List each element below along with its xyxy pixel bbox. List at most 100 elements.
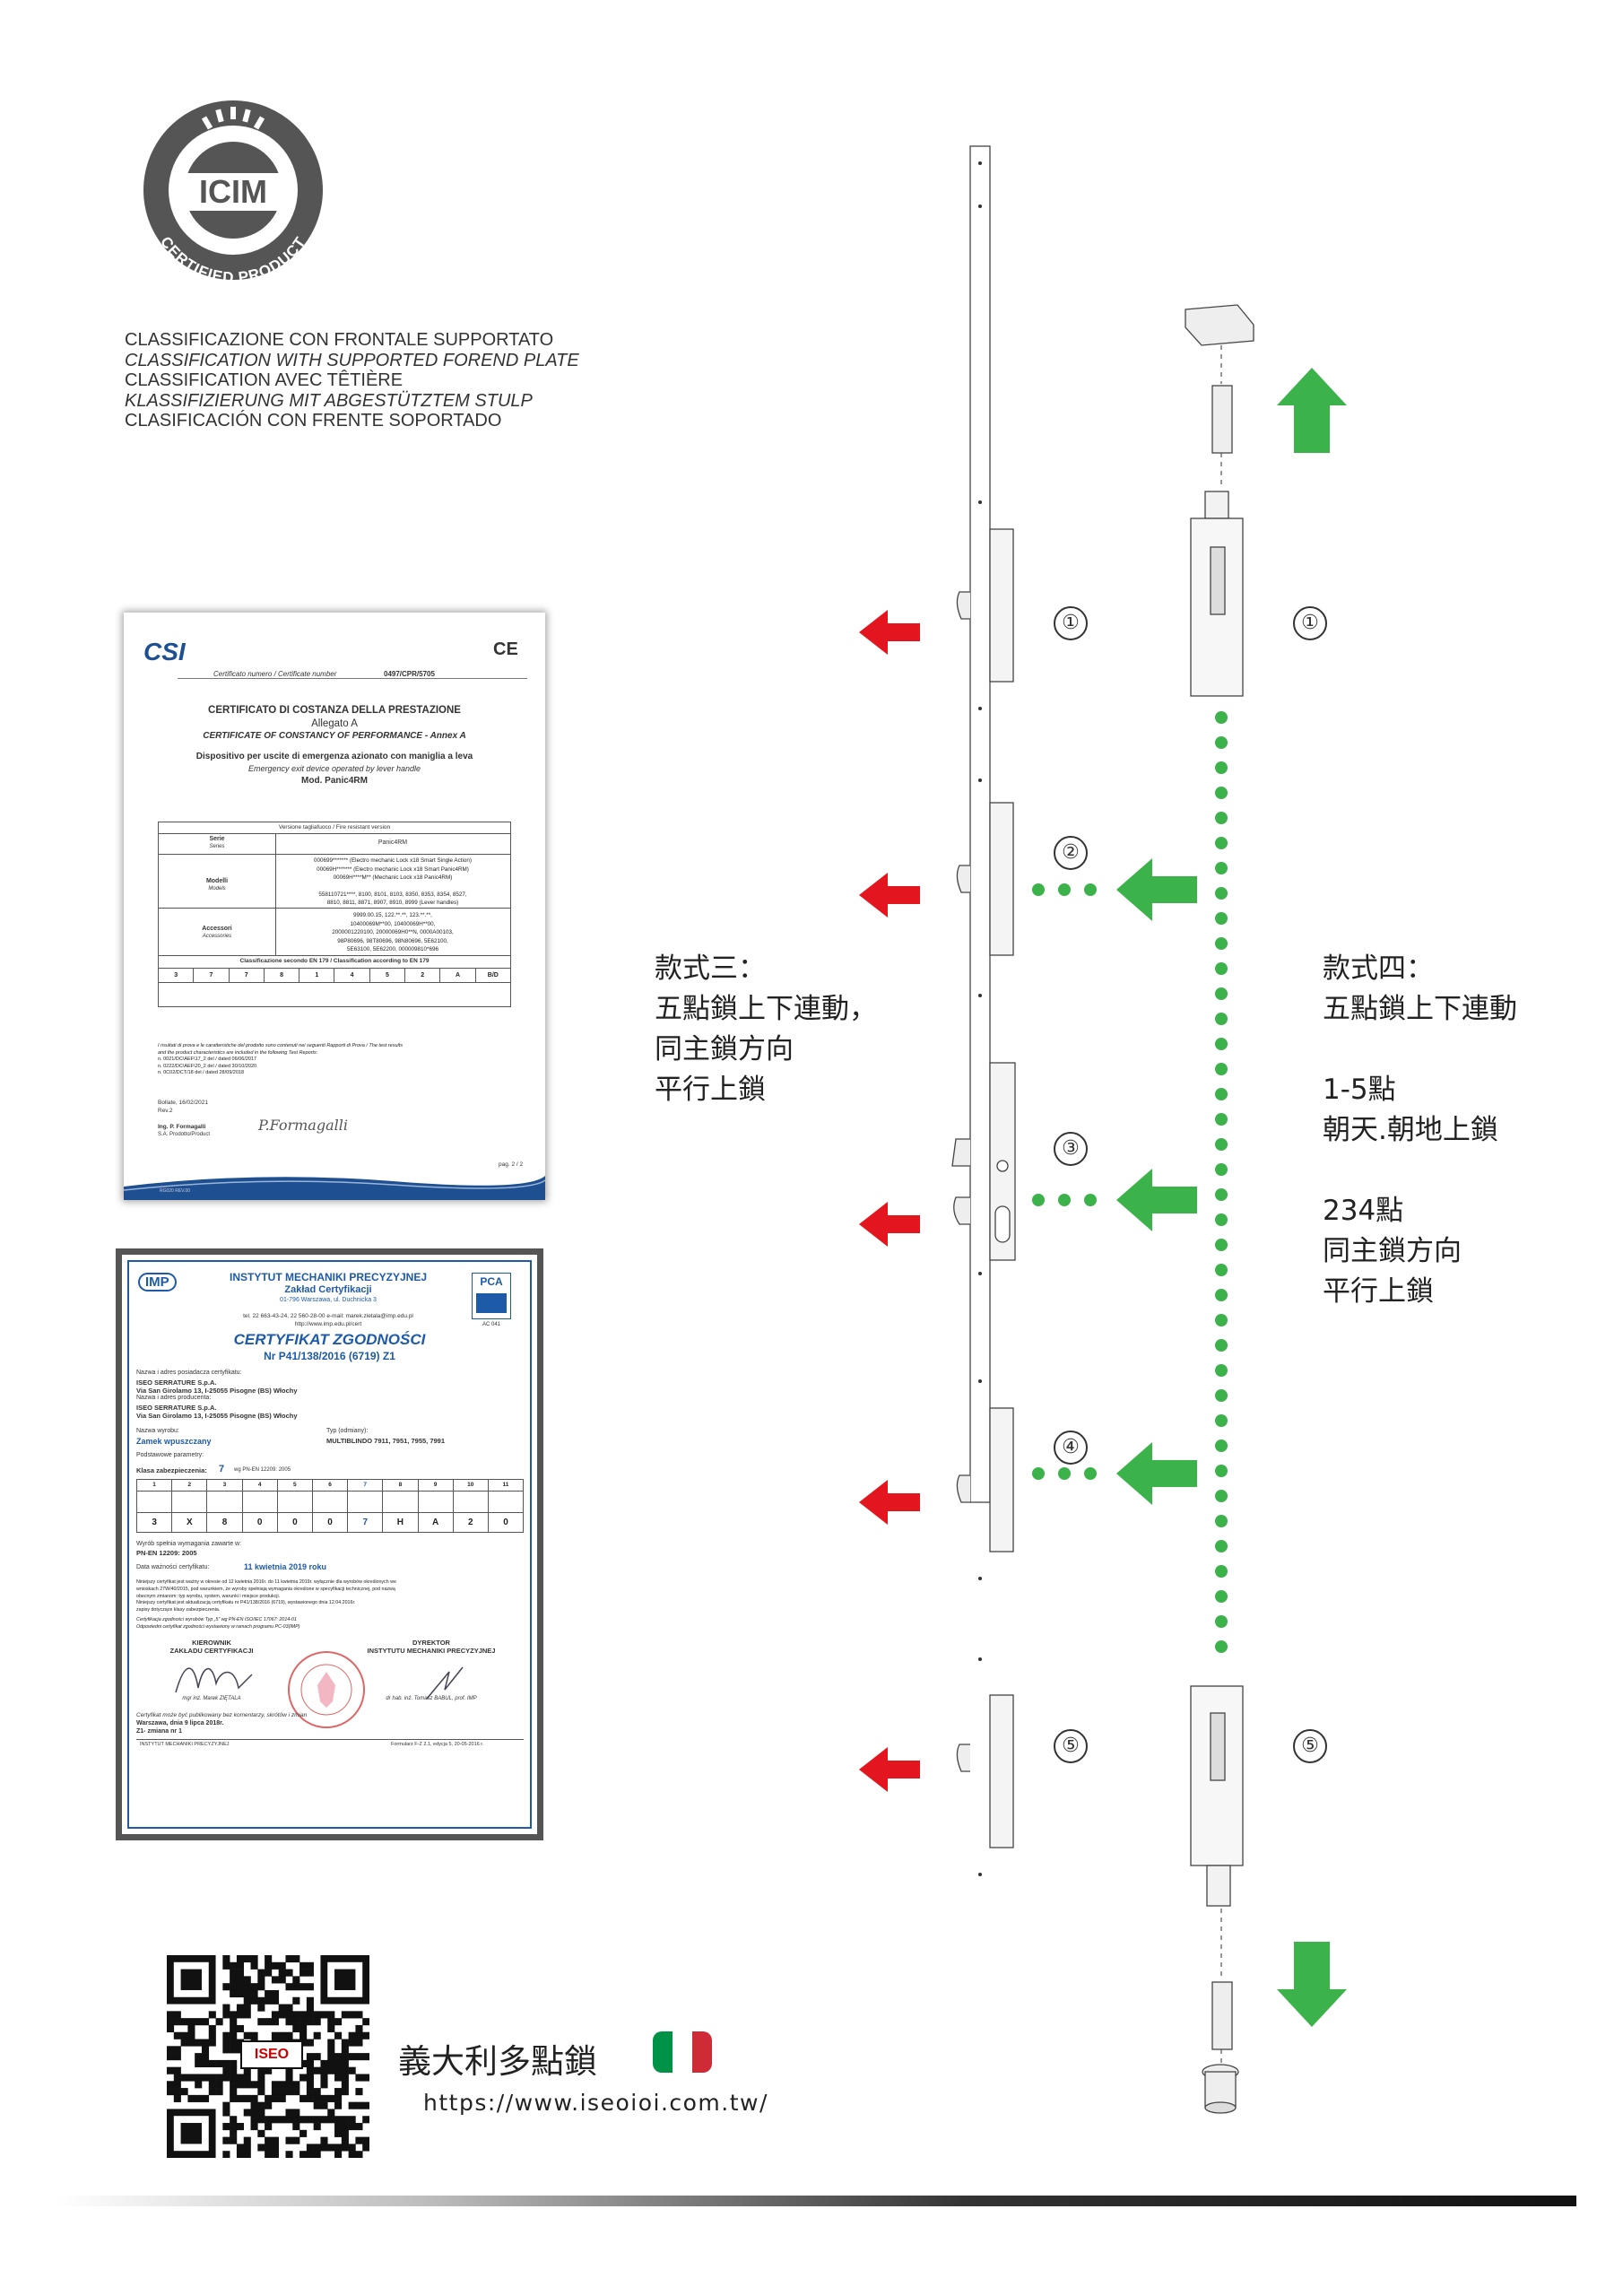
green-dot	[1058, 1467, 1071, 1480]
grid-blank	[277, 1492, 313, 1513]
pca-code: AC 041	[482, 1322, 500, 1327]
style4-line: 平行上鎖	[1323, 1275, 1434, 1308]
style3-text: 款式三： 五點鎖上下連動， 同主鎖方向 平行上鎖	[655, 949, 877, 1110]
green-dot	[1032, 883, 1045, 896]
italy-flag-icon	[653, 2031, 712, 2073]
grid-blank	[207, 1492, 243, 1513]
device-it: Dispositivo per uscite di emergenza azio…	[195, 752, 473, 761]
right-title: DYREKTOR	[412, 1639, 450, 1647]
params-label: Podstawowe parametry:	[136, 1452, 204, 1458]
grid-value: 0	[277, 1513, 313, 1533]
accessori-sub: Accessories	[202, 934, 232, 939]
model-line: 558110721****, 8100, 8101, 8103, 8350, 8…	[318, 891, 467, 898]
green-dot	[1215, 1239, 1228, 1251]
model: Mod. Panic4RM	[301, 776, 368, 786]
green-dot	[1084, 883, 1097, 896]
green-dot	[1215, 761, 1228, 774]
cert1-notes: I risultati di prova e le caratteristich…	[158, 1043, 534, 1077]
web: http://www.imp.edu.pl/cert	[294, 1321, 362, 1327]
paragraph-line: zapisy dotyczące klasy zabezpieczenia.	[136, 1607, 221, 1613]
cert-annex: Allegato A	[311, 718, 358, 729]
classification-line: CLASSIFICATION AVEC TÊTIÈRE	[125, 370, 404, 390]
grid-header: 7	[348, 1479, 384, 1492]
point-label-1: ①	[1054, 606, 1088, 640]
grid-value: 7	[348, 1513, 384, 1533]
class-cell: 5	[370, 969, 406, 982]
page-number: pag. 2 / 2	[499, 1161, 524, 1168]
green-arrows	[1116, 368, 1347, 2027]
class-value: 7	[219, 1464, 225, 1474]
paragraph-line: Niniejszy certyfikat jest aktualizacją c…	[136, 1600, 356, 1606]
style3-title: 款式三：	[655, 952, 766, 985]
qr-code	[167, 1955, 369, 2158]
class-cell: 3	[159, 969, 195, 982]
right-lock-assembly	[1185, 304, 1254, 2114]
official-stamp	[288, 1651, 365, 1728]
grid-blank	[312, 1492, 349, 1513]
green-dot	[1215, 1264, 1228, 1276]
accessory-line: 2000001220100, 20000069H0**N, 0000A00103…	[332, 929, 454, 935]
divider	[178, 678, 527, 679]
grid-value: A	[418, 1513, 454, 1533]
divider	[159, 833, 510, 834]
point-label-3: ③	[1054, 1132, 1088, 1166]
paragraph-line: wnioskach 27W/40/2015, pod warunkiem, że…	[136, 1586, 395, 1592]
green-dot	[1215, 1540, 1228, 1552]
grid-blank	[172, 1492, 208, 1513]
producer-addr: Via San Girolamo 13, I-25055 Pisogne (BS…	[136, 1412, 298, 1420]
classification-line: CLASIFICACIÓN CON FRENTE SOPORTADO	[125, 411, 502, 430]
serie-sub: Series	[209, 844, 225, 849]
class-cell: 7	[230, 969, 265, 982]
divider	[159, 955, 510, 956]
modelli-label: Modelli	[205, 878, 229, 884]
modelli-sub: Models	[208, 886, 226, 891]
green-dot	[1215, 1088, 1228, 1100]
valid-label: Data ważności certyfikatu:	[136, 1564, 210, 1570]
footer-left: INSTYTUT MECHANIKI PRECYZYJNEJ	[140, 1742, 230, 1747]
signer: Ing. P. Formagalli	[158, 1124, 206, 1130]
cert1-table: Versione tagliafuoco / Fire resistant ve…	[158, 822, 511, 1007]
green-dot	[1215, 1188, 1228, 1201]
divider	[159, 854, 510, 855]
rev: Rev.2	[158, 1108, 173, 1114]
style4-line: 朝天.朝地上鎖	[1323, 1114, 1498, 1146]
producer-label: Nazwa i adres producenta:	[136, 1395, 212, 1401]
accessori-label: Accessori	[202, 926, 232, 932]
point-label-5-right: ⑤	[1293, 1729, 1327, 1763]
green-dot	[1084, 1467, 1097, 1480]
divider	[275, 833, 276, 955]
pca-badge: PCA	[472, 1273, 511, 1319]
scheme-line: Odpowiedni certyfikat zgodności wystawio…	[136, 1623, 300, 1630]
blue-wave-footer	[124, 1176, 545, 1200]
accessory-line: 5E63100, 5E62200, 000009810*696	[347, 946, 438, 952]
grid-value: 3	[136, 1513, 173, 1533]
right-sub: INSTYTUTU MECHANIKI PRECYZYJNEJ	[367, 1647, 496, 1655]
grid-value: 0	[242, 1513, 278, 1533]
csi-logo: CSI	[143, 638, 186, 665]
grid-header: 1	[136, 1479, 173, 1492]
grid-header: 11	[488, 1479, 525, 1492]
green-dot	[1215, 1364, 1228, 1377]
accessory-line: 10400069M**00, 10400069H**00,	[350, 920, 436, 927]
grid-blank	[453, 1492, 489, 1513]
point-label-1-right: ①	[1293, 606, 1327, 640]
cert2-title: CERTYFIKAT ZGODNOŚCI	[233, 1331, 426, 1348]
device-en: Emergency exit device operated by lever …	[247, 764, 421, 773]
grid-blank	[488, 1492, 525, 1513]
note-line: I risultati di prova e le caratteristich…	[158, 1043, 404, 1048]
grid-header: 4	[242, 1479, 278, 1492]
model-line: 000699******* (Electro mechanic Lock x18…	[313, 857, 473, 864]
style4-text: 款式四： 五點鎖上下連動 1-5點 朝天.朝地上鎖 234點 同主鎖方向 平行上…	[1323, 949, 1517, 1312]
note-line: n. 0C02/DCT/18 del / dated 28/09/2018	[158, 1070, 245, 1075]
class-cell: 2	[405, 969, 441, 982]
website-link[interactable]: https://www.iseoioi.com.tw/	[423, 2090, 768, 2116]
qr-iseo-logo: ISEO	[240, 2040, 303, 2069]
green-dot	[1032, 1194, 1045, 1206]
serie-label: Serie	[209, 836, 225, 842]
dept: Zakład Certyfikacji	[284, 1284, 372, 1295]
style3-line: 同主鎖方向	[655, 1033, 794, 1065]
grid-blank	[137, 1492, 173, 1513]
green-dot	[1215, 862, 1228, 874]
